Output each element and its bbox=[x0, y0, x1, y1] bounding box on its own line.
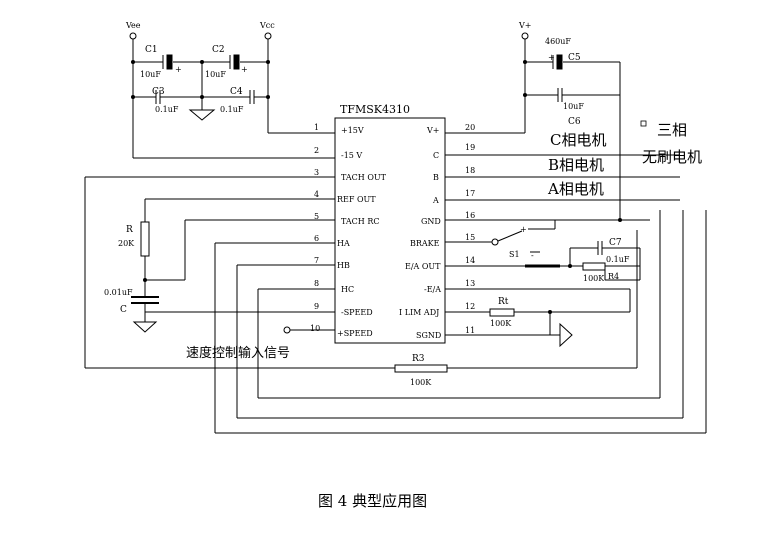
pin-11-num: 11 bbox=[465, 326, 475, 335]
phase-c-label: C相电机 bbox=[550, 131, 606, 149]
c2-name: C2 bbox=[212, 45, 225, 55]
c3-value: 0.1uF bbox=[155, 105, 179, 114]
pin-3-label: TACH OUT bbox=[341, 173, 387, 182]
pin-20-num: 20 bbox=[465, 123, 475, 132]
c3-name: C3 bbox=[152, 87, 165, 97]
vcc-terminal bbox=[264, 32, 272, 40]
vplus-label: V+ bbox=[518, 21, 531, 30]
pin-14-label: E/A OUT bbox=[405, 262, 441, 271]
pin-2-label: -15 V bbox=[341, 151, 362, 160]
pin-19-label: C bbox=[433, 151, 439, 160]
pin-4-label: REF OUT bbox=[337, 195, 376, 204]
c7-name: C7 bbox=[609, 238, 622, 248]
vee-terminal bbox=[129, 32, 137, 40]
pin-14-num: 14 bbox=[465, 256, 475, 265]
pin-5-num: 5 bbox=[314, 212, 319, 221]
c4-name: C4 bbox=[230, 87, 243, 97]
pin-10-label: +SPEED bbox=[337, 329, 373, 338]
pin-12-label: I LIM ADJ bbox=[399, 308, 439, 317]
vplus-terminal bbox=[521, 32, 529, 40]
pin-8-label: HC bbox=[341, 285, 354, 294]
pin-1-num: 1 bbox=[314, 123, 319, 132]
switch-minus-mark: - bbox=[531, 251, 534, 260]
ic-body bbox=[334, 117, 446, 344]
left-pin-labels: 1 +15V 2 -15 V 3 TACH OUT 4 REF OUT 5 TA… bbox=[310, 123, 387, 338]
pin-17-label: A bbox=[432, 196, 439, 205]
c5-name: C5 bbox=[568, 53, 581, 63]
c2-plus-mark: + bbox=[241, 65, 248, 74]
vcc-label: Vcc bbox=[259, 21, 275, 30]
phase-a-label: A相电机 bbox=[547, 180, 604, 198]
pin-13-label: -E/A bbox=[424, 285, 441, 294]
pin-4-num: 4 bbox=[314, 190, 319, 199]
pin-3-num: 3 bbox=[314, 168, 319, 177]
c6-name: C6 bbox=[568, 117, 581, 127]
pin-16-num: 16 bbox=[465, 211, 475, 220]
c-name: C bbox=[120, 305, 127, 315]
c6-value: 10uF bbox=[563, 102, 584, 111]
pin-5-label: TACH RC bbox=[341, 217, 379, 226]
pin-7-num: 7 bbox=[314, 256, 319, 265]
r3-value: 100K bbox=[410, 378, 432, 387]
pin-2-num: 2 bbox=[314, 146, 319, 155]
c5-plus-mark: + bbox=[548, 53, 555, 62]
pin-6-num: 6 bbox=[314, 234, 319, 243]
motor-title-line2: 无刷电机 bbox=[642, 148, 702, 166]
phase-b-label: B相电机 bbox=[548, 156, 604, 174]
c-value: 0.01uF bbox=[104, 288, 133, 297]
motor-marker-icon bbox=[640, 120, 647, 127]
pin-15-num: 15 bbox=[465, 233, 475, 242]
rt-value: 100K bbox=[490, 319, 512, 328]
r4-value: 100K bbox=[583, 274, 605, 283]
pin-7-label: HB bbox=[337, 261, 350, 270]
pin-13-num: 13 bbox=[465, 279, 475, 288]
c1-name: C1 bbox=[145, 45, 158, 55]
c4-value: 0.1uF bbox=[220, 105, 244, 114]
pin-10-num: 10 bbox=[310, 324, 320, 333]
speed-input-terminal bbox=[283, 326, 291, 334]
figure-caption: 图 4 典型应用图 bbox=[318, 492, 427, 510]
switch-plus-mark: + bbox=[520, 225, 527, 234]
r4-name: R4 bbox=[608, 272, 619, 281]
pin-19-num: 19 bbox=[465, 143, 475, 152]
motor-title-line1: 三相 bbox=[657, 121, 687, 139]
speed-input-label: 速度控制输入信号 bbox=[186, 345, 290, 361]
c7-value: 0.1uF bbox=[606, 255, 630, 264]
pin-9-num: 9 bbox=[314, 302, 319, 311]
r-name: R bbox=[126, 225, 133, 235]
pin-15-label: BRAKE bbox=[410, 239, 440, 248]
vee-label: Vee bbox=[125, 21, 141, 30]
pin-6-label: HA bbox=[337, 239, 350, 248]
pin-17-num: 17 bbox=[465, 189, 475, 198]
c5-value: 460uF bbox=[545, 37, 571, 46]
switch-terminal bbox=[491, 238, 499, 246]
s1-name: S1 bbox=[509, 250, 520, 259]
c1-plus-mark: + bbox=[175, 65, 182, 74]
pin-18-num: 18 bbox=[465, 166, 475, 175]
pin-20-label: V+ bbox=[426, 126, 439, 135]
r3-name: R3 bbox=[412, 354, 425, 364]
chip-name: TFMSK4310 bbox=[340, 103, 410, 116]
pin-1-label: +15V bbox=[341, 126, 364, 135]
pin-16-label: GND bbox=[421, 217, 441, 226]
pin-11-label: SGND bbox=[416, 331, 441, 340]
pin-9-label: -SPEED bbox=[341, 308, 373, 317]
rt-name: Rt bbox=[498, 297, 509, 307]
right-pin-labels: 20 V+ 19 C 18 B 17 A 16 GND 15 BRAKE 14 … bbox=[399, 123, 475, 340]
pin-8-num: 8 bbox=[314, 279, 319, 288]
r-value: 20K bbox=[118, 239, 135, 248]
pin-12-num: 12 bbox=[465, 302, 475, 311]
c2-value: 10uF bbox=[205, 70, 226, 79]
pin-18-label: B bbox=[433, 173, 439, 182]
c1-value: 10uF bbox=[140, 70, 161, 79]
